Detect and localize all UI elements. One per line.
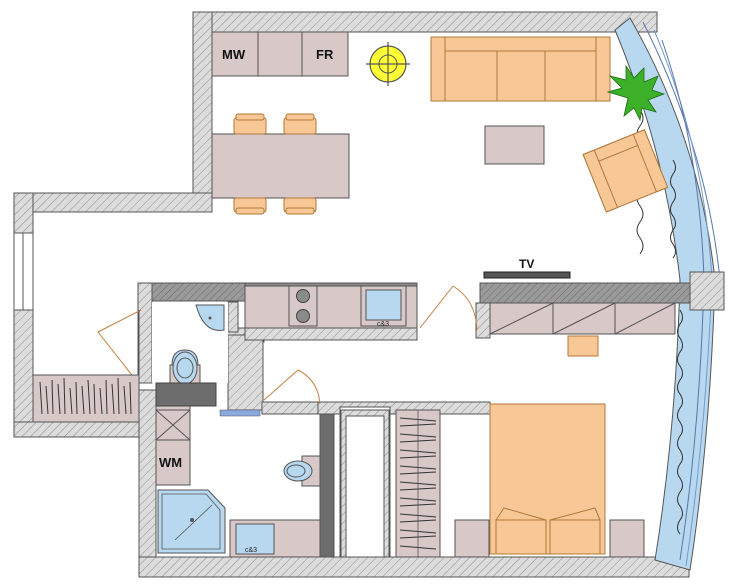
sofa <box>430 36 611 102</box>
stove-icon <box>288 285 318 327</box>
coffee-table <box>484 125 545 165</box>
washing-machine <box>155 439 191 486</box>
tv <box>483 271 571 279</box>
fridge-cabinet <box>301 31 349 77</box>
dining-table <box>211 133 350 199</box>
fridge-label: FR <box>316 47 334 62</box>
tv-label: TV <box>519 257 534 271</box>
kitchen-sink-icon: c&3 <box>360 285 407 328</box>
outer-walls <box>13 11 690 578</box>
entry-wardrobe <box>32 374 140 423</box>
kitchen-upper-cabinets <box>211 31 349 77</box>
bathroom: c&3 <box>155 409 321 558</box>
ceiling-lamp-icon <box>366 42 410 86</box>
nightstand-right <box>609 519 645 558</box>
nightstand-left <box>454 519 490 558</box>
microwave-cabinet <box>211 31 259 77</box>
svg-text:c&3: c&3 <box>245 547 257 554</box>
bedroom-wardrobe <box>395 409 441 558</box>
svg-text:c&3: c&3 <box>377 321 389 328</box>
wc-lower-counter <box>155 382 217 407</box>
dining-chairs <box>233 113 317 215</box>
small-wc <box>152 302 228 385</box>
bed <box>489 403 606 555</box>
microwave-label: MW <box>222 47 246 62</box>
bath-shelf <box>219 409 261 417</box>
left-window <box>13 232 34 311</box>
curved-glass-wall <box>614 17 725 571</box>
plant-icon <box>606 64 666 122</box>
tv-cabinet <box>489 302 676 335</box>
kitchen-cabinet <box>257 31 303 77</box>
armchair <box>582 129 669 213</box>
washing-machine-label: WM <box>159 455 182 470</box>
desk-chair <box>567 335 599 357</box>
bath-toilet <box>283 455 321 487</box>
